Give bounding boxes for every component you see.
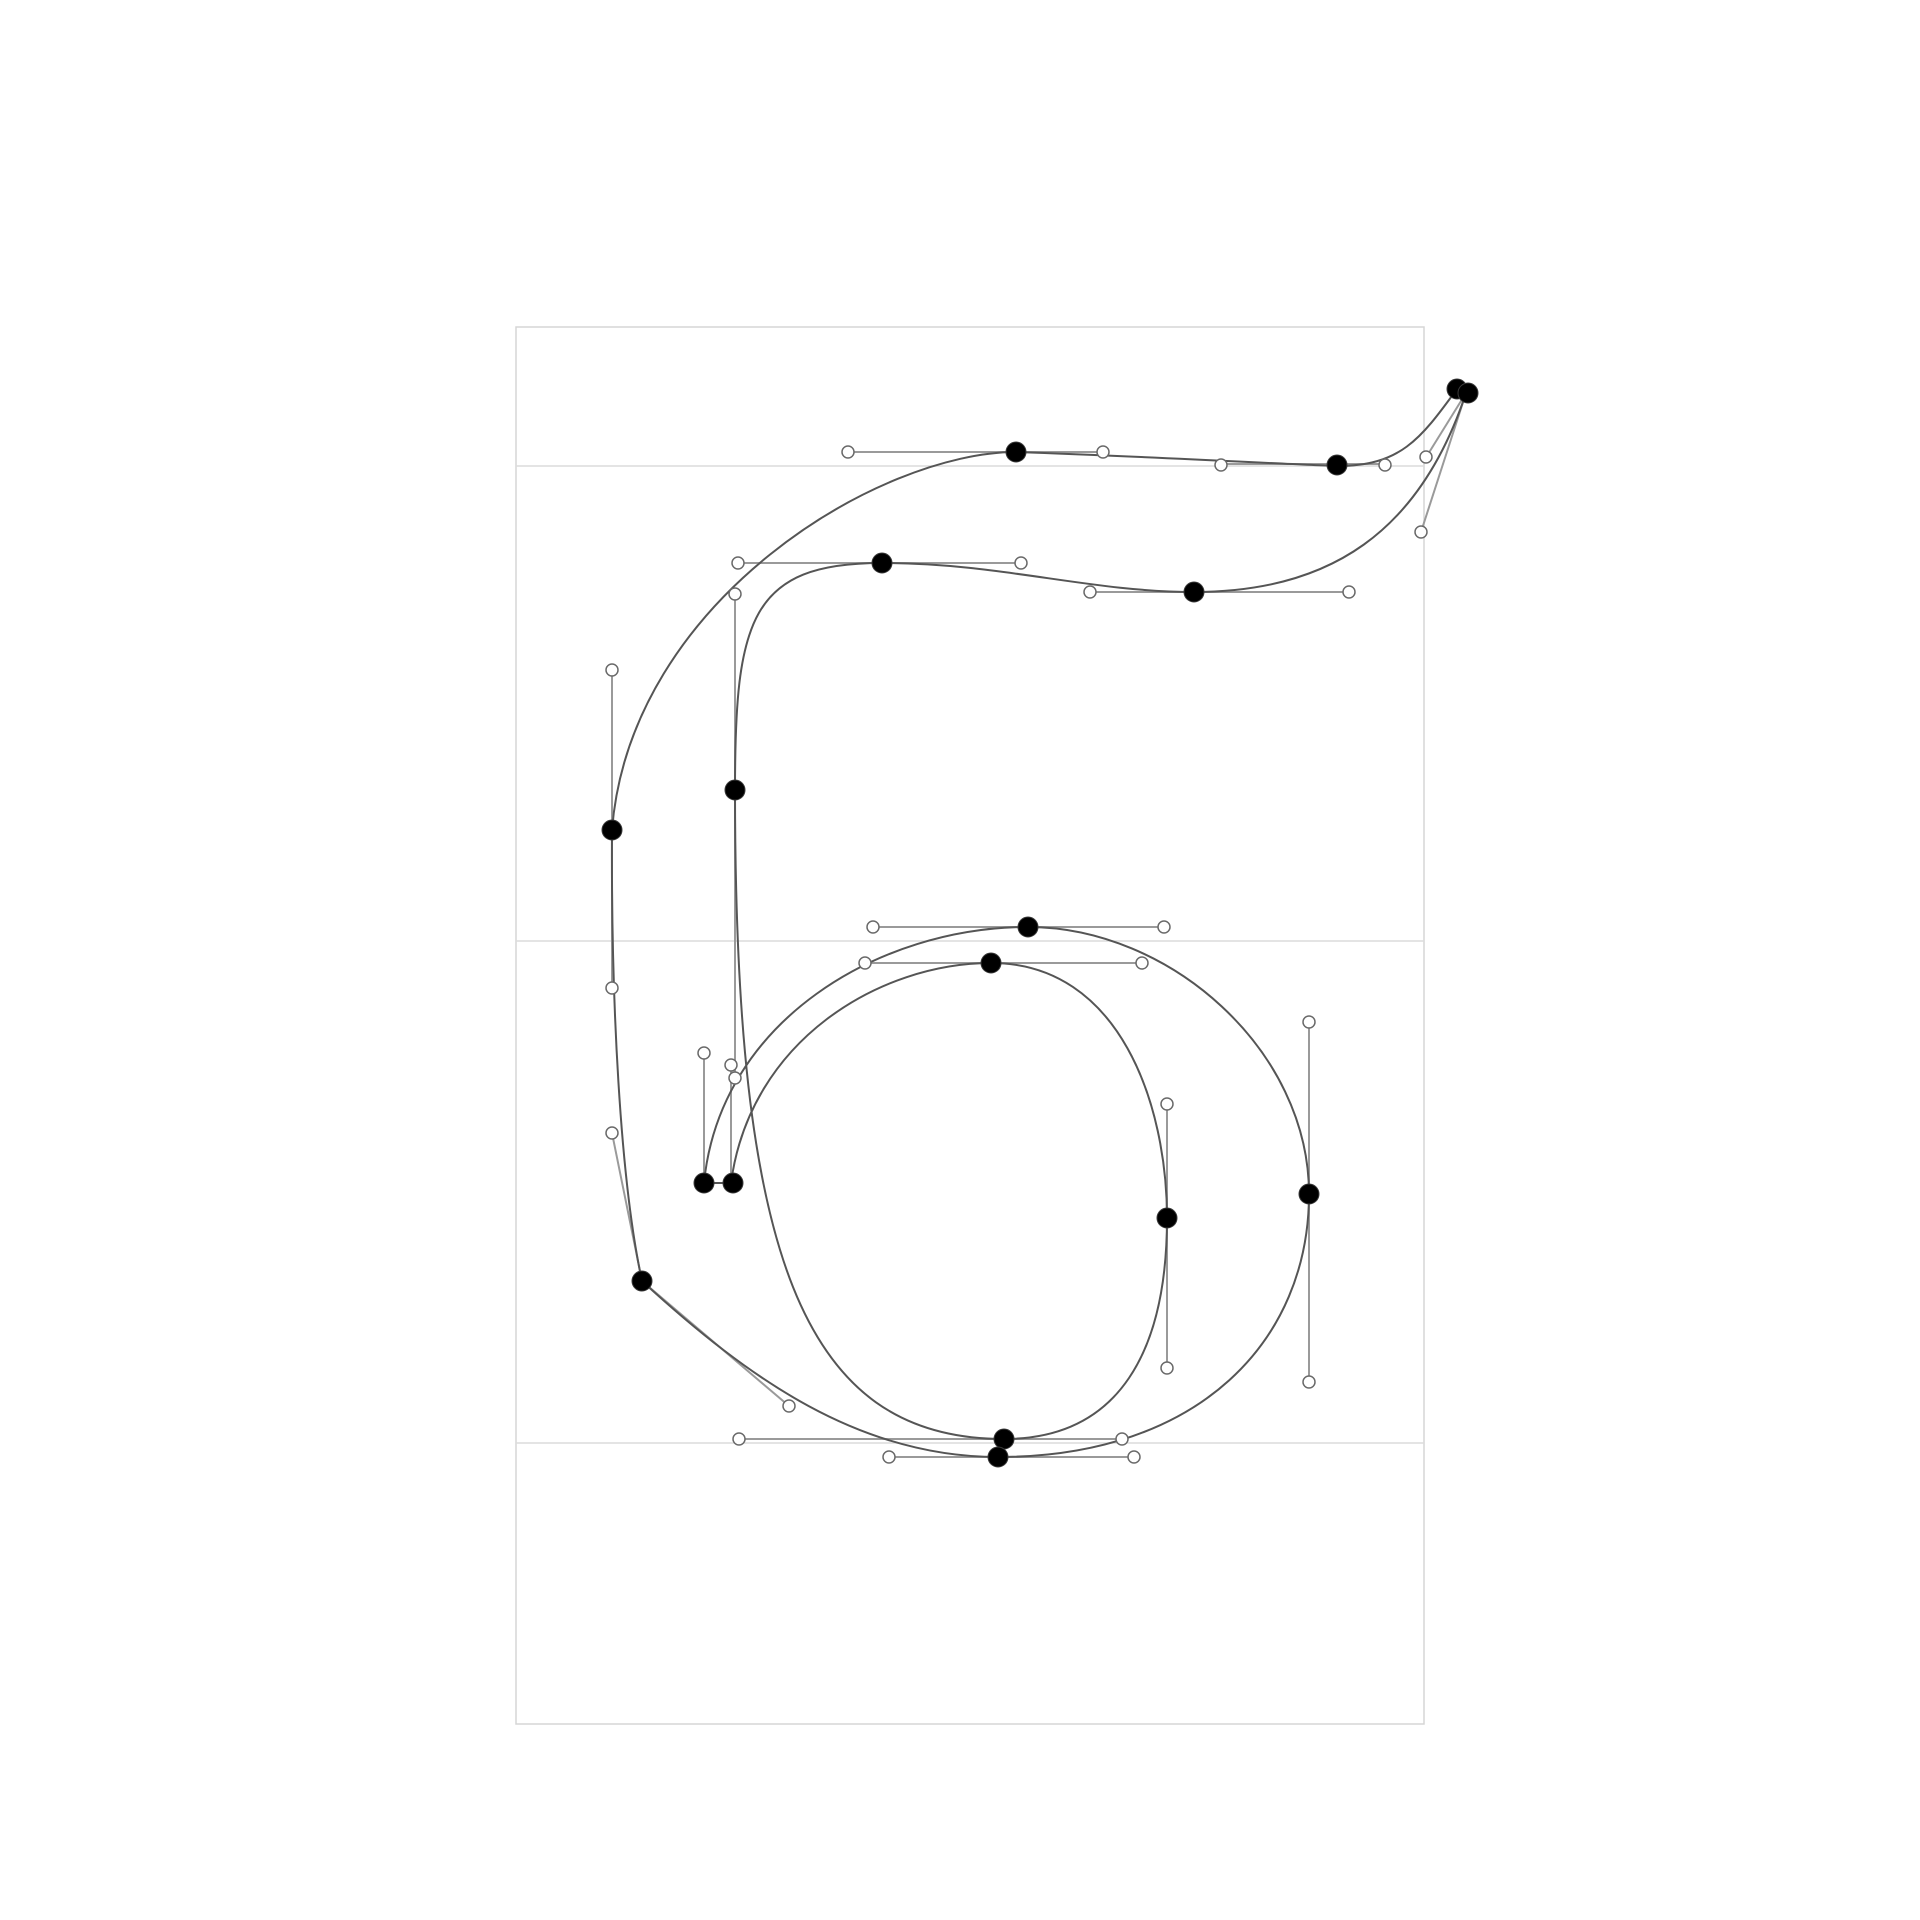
- outer-contour: [610, 387, 1468, 1459]
- control-point[interactable]: [724, 1058, 738, 1072]
- control-point[interactable]: [866, 920, 880, 934]
- control-point[interactable]: [1160, 1097, 1174, 1111]
- handle-line: [1424, 392, 1467, 460]
- anchor-point[interactable]: [631, 1270, 653, 1292]
- control-point[interactable]: [1414, 525, 1428, 539]
- anchor-point[interactable]: [1017, 916, 1039, 938]
- control-point[interactable]: [1302, 1015, 1316, 1029]
- anchor-point[interactable]: [1326, 454, 1348, 476]
- control-point[interactable]: [1160, 1361, 1174, 1375]
- control-point[interactable]: [732, 1432, 746, 1446]
- anchor-point[interactable]: [1298, 1183, 1320, 1205]
- control-point[interactable]: [605, 663, 619, 677]
- control-point[interactable]: [1214, 458, 1228, 472]
- control-point[interactable]: [605, 981, 619, 995]
- control-point[interactable]: [882, 1450, 896, 1464]
- control-point[interactable]: [858, 956, 872, 970]
- anchor-point[interactable]: [1156, 1207, 1178, 1229]
- anchor-point[interactable]: [871, 552, 893, 574]
- anchor-point[interactable]: [1457, 382, 1479, 404]
- control-point[interactable]: [697, 1046, 711, 1060]
- glyph-bounding-box: [515, 326, 1425, 1725]
- anchor-point[interactable]: [724, 779, 746, 801]
- control-point[interactable]: [1342, 585, 1356, 599]
- control-point[interactable]: [1115, 1432, 1129, 1446]
- anchor-point[interactable]: [987, 1446, 1009, 1468]
- control-point[interactable]: [782, 1399, 796, 1413]
- anchor-point[interactable]: [693, 1172, 715, 1194]
- on-curve-points: [601, 378, 1479, 1468]
- anchor-point[interactable]: [601, 819, 623, 841]
- control-point[interactable]: [1127, 1450, 1141, 1464]
- control-point[interactable]: [605, 1126, 619, 1140]
- control-point[interactable]: [1083, 585, 1097, 599]
- control-point[interactable]: [1419, 450, 1433, 464]
- control-point[interactable]: [1014, 556, 1028, 570]
- off-curve-points: [605, 445, 1433, 1464]
- control-point[interactable]: [1157, 920, 1171, 934]
- anchor-point[interactable]: [1183, 581, 1205, 603]
- control-point[interactable]: [841, 445, 855, 459]
- control-point[interactable]: [1135, 956, 1149, 970]
- anchor-point[interactable]: [980, 952, 1002, 974]
- control-point[interactable]: [1378, 458, 1392, 472]
- anchor-point[interactable]: [722, 1172, 744, 1194]
- handle-lines: [611, 392, 1467, 1458]
- control-point[interactable]: [731, 556, 745, 570]
- anchor-point[interactable]: [993, 1428, 1015, 1450]
- control-point[interactable]: [1302, 1375, 1316, 1389]
- control-point[interactable]: [728, 1071, 742, 1085]
- anchor-point[interactable]: [1005, 441, 1027, 463]
- control-point[interactable]: [1096, 445, 1110, 459]
- control-point[interactable]: [728, 587, 742, 601]
